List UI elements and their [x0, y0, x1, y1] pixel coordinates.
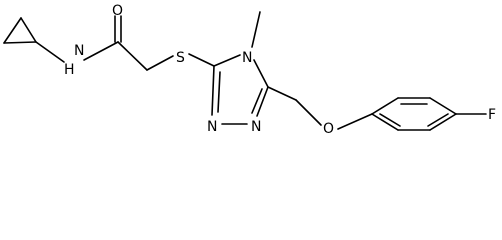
bond-nh-carbonyl: [83, 41, 119, 61]
atom-label-n1: N: [251, 119, 261, 135]
bond-c-ch2: [117, 41, 148, 71]
bond-s-c3: [188, 53, 215, 67]
bond-cp-3: [20, 17, 37, 43]
cyclopropyl-ring: [3, 17, 37, 44]
atom-label-h-amide: H: [64, 62, 75, 78]
triazole-ring: [211, 54, 269, 125]
bond-ch2-s: [146, 55, 174, 71]
carbonyl-double-bond: [114, 15, 122, 43]
bond-n4-c5: [253, 59, 269, 88]
bond-n2-c3-b: [217, 71, 221, 113]
bond-c5-n1-a: [256, 86, 269, 117]
bond-c5-ch2: [267, 86, 297, 101]
bond-ph-inner-2: [379, 113, 401, 127]
bond-ph-1: [371, 97, 399, 115]
bond-n2-c3-a: [211, 65, 215, 116]
atom-label-n-amide: N: [74, 43, 84, 59]
bond-ph-4: [429, 113, 457, 131]
bond-ph-3: [429, 97, 457, 115]
bond-n4-methyl: [251, 11, 261, 48]
atom-label-f: F: [488, 107, 496, 123]
bond-c5-n1-b: [251, 88, 263, 114]
phenyl-ring: [371, 97, 457, 131]
bond-ch2-o: [295, 99, 322, 126]
bond-c3-n4: [213, 54, 241, 67]
atom-label-o-carbonyl: O: [112, 3, 123, 19]
bond-o-phenyl: [337, 113, 373, 130]
atom-label-n2: N: [207, 119, 217, 135]
atom-label-o-ether: O: [323, 121, 334, 137]
molecule-diagram: O N H S N N N O F: [3, 3, 496, 137]
bond-ph-6: [371, 113, 399, 131]
atom-label-n4: N: [242, 50, 252, 66]
bond-ph-inner-3: [427, 113, 449, 127]
bond-cp-nh: [35, 41, 65, 63]
bond-cp-2: [3, 17, 22, 44]
atom-label-s: S: [176, 50, 185, 66]
bond-cp-1: [3, 41, 37, 44]
